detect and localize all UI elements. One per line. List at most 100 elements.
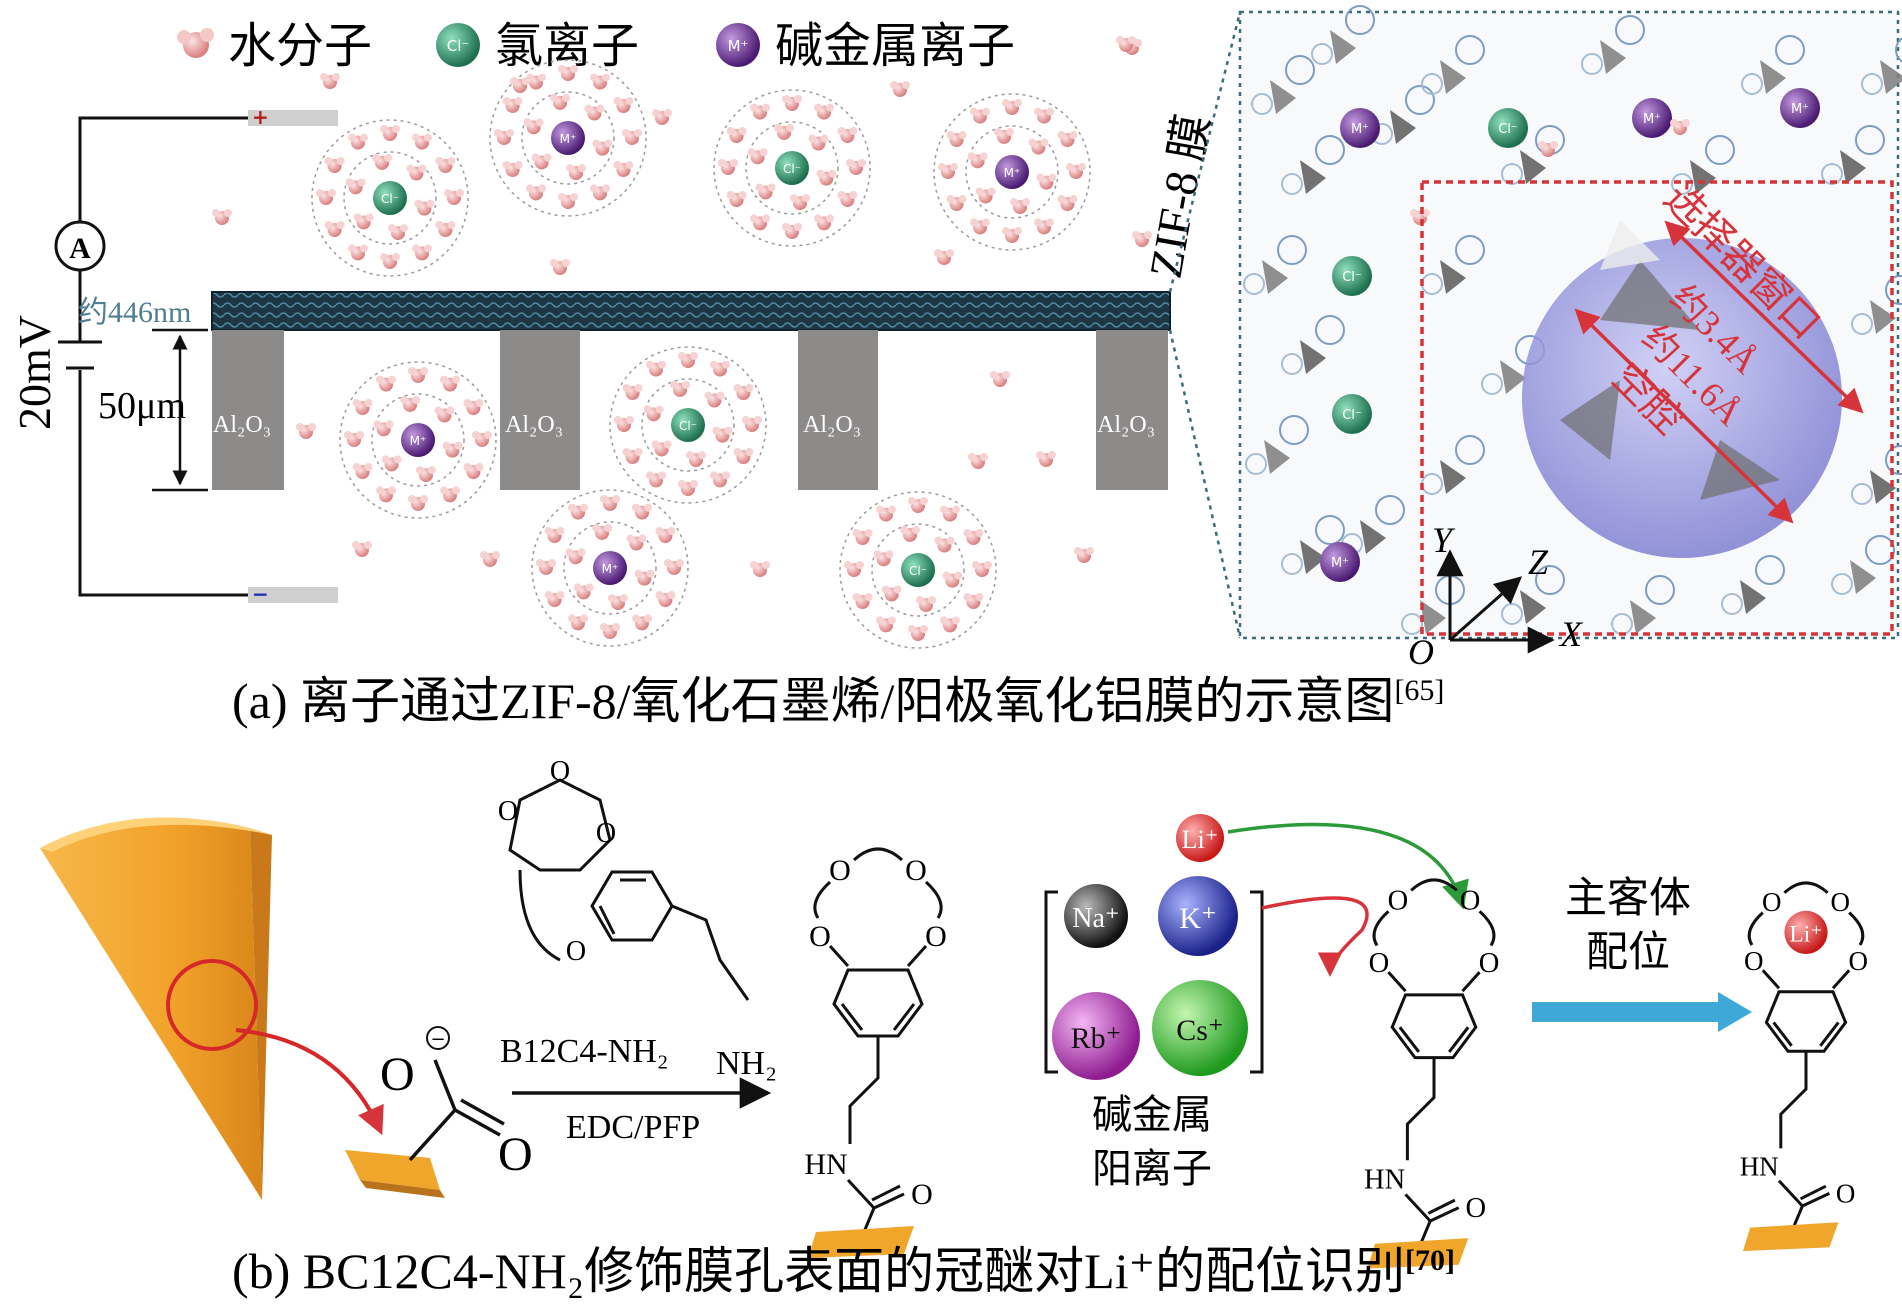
crown-oxygen: O (1830, 887, 1850, 917)
hydrated-chloride-ion: Cl⁻ (312, 120, 468, 276)
water-molecule (376, 376, 396, 392)
zif-alkali-ion: M⁺ (1320, 542, 1360, 582)
water-molecule (908, 497, 928, 513)
caption-a: (a) 离子通过ZIF-8/氧化石墨烯/阳极氧化铝膜的示意图[65] (232, 673, 1444, 729)
water-molecule (590, 184, 610, 200)
axis-x-label: X (1558, 614, 1584, 654)
water-molecule (590, 74, 610, 90)
water-molecule (545, 527, 565, 543)
water-molecule (874, 550, 894, 566)
alumina-label: Al₂O₃ (505, 412, 563, 438)
minus-electrode: − (248, 582, 338, 606)
alumina-label: Al₂O₃ (213, 412, 271, 438)
crown-oxygen: O (1744, 946, 1764, 976)
water-molecule (756, 183, 776, 199)
water-molecule (890, 81, 910, 97)
water-molecule (212, 209, 232, 225)
water-molecule (655, 591, 675, 607)
li-ion-free-label: Li⁺ (1182, 825, 1219, 854)
water-molecule (550, 94, 570, 110)
water-molecule (1036, 451, 1056, 467)
water-molecule (353, 399, 373, 415)
na-ion-label: Na⁺ (1072, 903, 1119, 934)
ammeter-icon: A (56, 222, 104, 270)
water-molecule (1057, 131, 1077, 147)
axis-z-label: Z (1528, 542, 1549, 582)
alkali-symbol: M⁺ (602, 562, 619, 576)
cs-ion-label: Cs⁺ (1176, 1014, 1224, 1047)
amine-label: NH₂ (716, 1045, 777, 1082)
crown-oxygen: O (1460, 885, 1481, 916)
axis-origin-label: O (1408, 632, 1434, 672)
water-molecule (435, 221, 455, 237)
water-molecule (704, 392, 724, 408)
water-molecule (727, 127, 747, 143)
voltage-label: 20mV (9, 315, 60, 430)
water-molecule (408, 367, 428, 383)
zif-chloride-ion: Cl⁻ (1488, 108, 1528, 148)
water-molecule (942, 572, 962, 588)
water-molecule (623, 384, 643, 400)
water-molecule (632, 614, 652, 630)
water-molecule (463, 399, 483, 415)
legend-chloride-icon: Cl⁻ (436, 23, 480, 67)
water-molecule (414, 200, 434, 216)
alkali-symbol: M⁺ (410, 434, 427, 448)
water-molecule (503, 97, 523, 113)
water-molecule (412, 244, 432, 260)
alumina-pillar (1096, 330, 1168, 490)
water-molecule (972, 561, 992, 577)
conditions-label: EDC/PFP (566, 1109, 700, 1146)
zif-ion-symbol: M⁺ (1351, 122, 1369, 137)
water-molecule (782, 223, 802, 239)
water-molecule (592, 524, 612, 540)
water-molecule (976, 187, 996, 203)
water-molecule (970, 218, 990, 234)
water-molecule (750, 104, 770, 120)
water-molecule (388, 224, 408, 240)
water-molecule (444, 189, 464, 205)
water-molecule (325, 221, 345, 237)
crown-oxygen: O (1848, 946, 1868, 976)
crown-oxygen: O (925, 920, 947, 953)
water-molecule (568, 504, 588, 520)
legend-chloride-label: 氯离子 (495, 18, 639, 74)
hydrated-chloride-ion: Cl⁻ (840, 492, 996, 648)
legend-alkali-label: 碱金属离子 (775, 18, 1015, 74)
water-molecule (876, 616, 896, 632)
water-molecule (416, 466, 436, 482)
water-molecule (406, 165, 426, 181)
water-molecule (1010, 198, 1030, 214)
amide-hn: HN (804, 1148, 847, 1181)
water-molecule (970, 108, 990, 124)
water-molecule (1002, 99, 1022, 115)
water-molecule (296, 423, 316, 439)
alkali-cation-group: Na⁺ K⁺ Rb⁺ Cs⁺ 碱金属 阳离子 (1046, 876, 1262, 1192)
hydrated-alkali-ion: M⁺ (934, 94, 1090, 250)
water-molecule (566, 548, 586, 564)
water-molecule (434, 407, 454, 423)
li-ion-bound-label: Li⁺ (1789, 921, 1822, 947)
water-molecule (968, 152, 988, 168)
water-molecule (900, 526, 920, 542)
water-molecule (442, 442, 462, 458)
water-molecule (808, 135, 828, 151)
water-molecule (494, 129, 514, 145)
alumina-pillar (500, 330, 580, 490)
ammeter-label: A (69, 232, 91, 265)
water-molecule (320, 73, 340, 89)
legend-water-label: 水分子 (228, 18, 372, 74)
caption-b-text: (b) BC12C4-NH₂修饰膜孔表面的冠醚对Li⁺的配位识别 (232, 1243, 1405, 1299)
legend-alkali-icon: M⁺ (716, 23, 760, 67)
cs-ion: Cs⁺ (1152, 980, 1248, 1076)
zif8-structure-inset: M⁺Cl⁻M⁺M⁺Cl⁻Cl⁻M⁺ 选择器窗口 约3.4Å 约11.6Å 空腔 … (1240, 6, 1902, 672)
water-molecule (678, 352, 698, 368)
legend-chloride-symbol: Cl⁻ (447, 37, 470, 55)
li-ion-free: Li⁺ (1176, 814, 1224, 862)
charge-symbol: − (430, 1029, 445, 1050)
channel-height-label: 50μm (98, 385, 186, 427)
amide-o: O (1466, 1193, 1487, 1224)
chloride-symbol: Cl⁻ (381, 192, 399, 206)
